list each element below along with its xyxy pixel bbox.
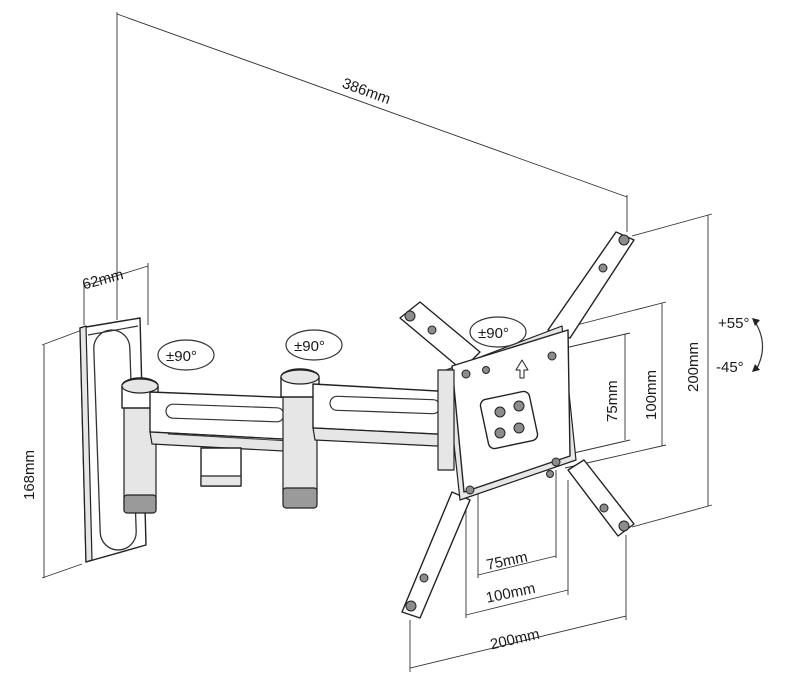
label-vesa-vertical-75: 75mm bbox=[604, 380, 621, 422]
second-arm bbox=[280, 368, 458, 509]
label-vesa-horizontal-100: 100mm bbox=[484, 580, 536, 607]
label-swivel-wall: ±90° bbox=[166, 348, 197, 365]
label-plate-height: 200mm bbox=[685, 342, 702, 392]
label-plate-width: 200mm bbox=[489, 626, 542, 654]
label-vesa-vertical-100: 100mm bbox=[643, 370, 660, 420]
first-arm bbox=[121, 377, 303, 514]
label-swivel-middle: ±90° bbox=[294, 338, 325, 355]
label-wall-plate-width: 62mm bbox=[81, 266, 126, 293]
label-tilt-down: -45° bbox=[716, 359, 744, 376]
label-tilt-up: +55° bbox=[718, 315, 749, 332]
label-rotate-plate: ±90° bbox=[478, 325, 509, 342]
label-wall-plate-height: 168mm bbox=[21, 450, 38, 500]
label-vesa-horizontal-75: 75mm bbox=[485, 548, 529, 573]
vesa-plate bbox=[399, 231, 635, 619]
rotation-callouts bbox=[157, 316, 764, 372]
dimension-lines bbox=[41, 12, 713, 672]
